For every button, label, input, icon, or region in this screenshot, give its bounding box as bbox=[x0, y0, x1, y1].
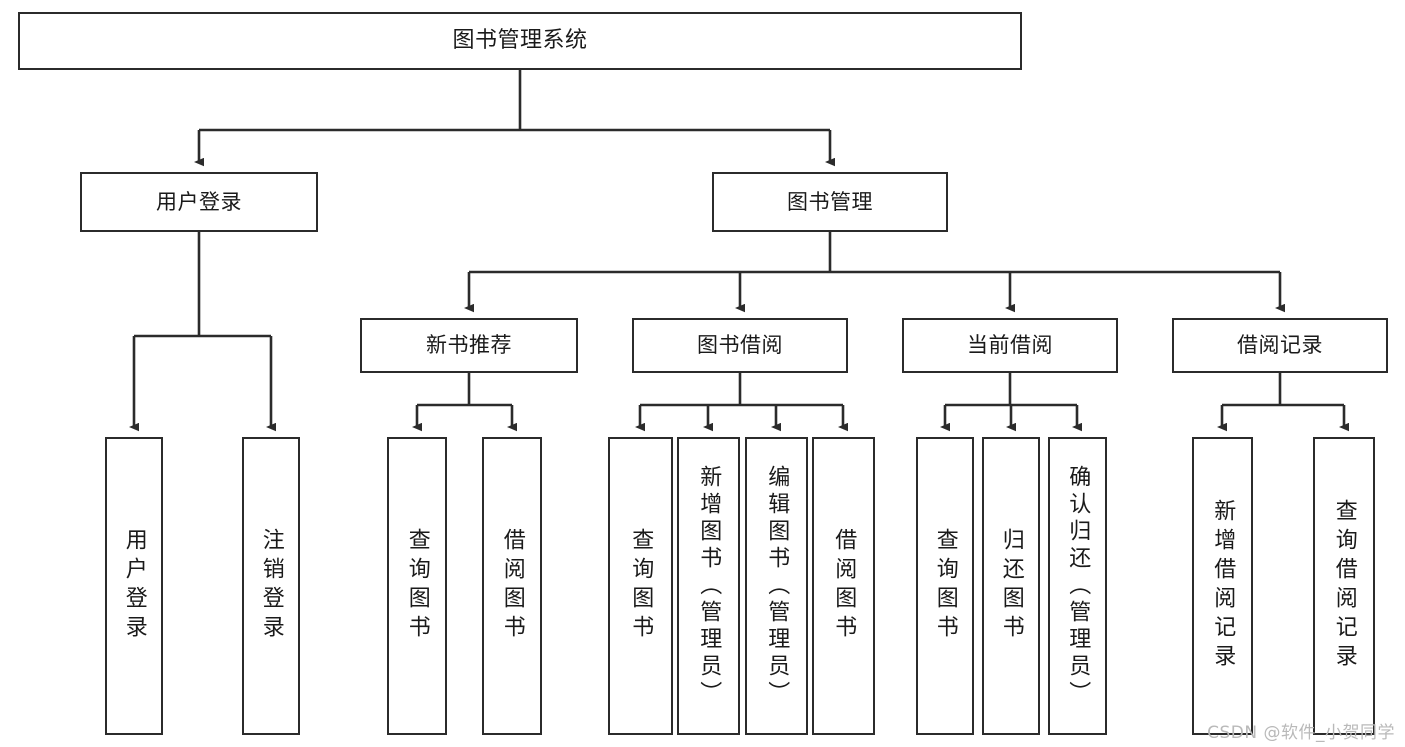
leaf-query-book-1[interactable]: 查询图书 bbox=[387, 437, 447, 735]
leaf-add-book[interactable]: 新增图书（管理员） bbox=[677, 437, 740, 735]
leaf-query-book-3[interactable]: 查询图书 bbox=[916, 437, 974, 735]
leaf-confirm-return[interactable]: 确认归还（管理员） bbox=[1048, 437, 1107, 735]
watermark-text: CSDN @软件_小贺同学 bbox=[1207, 723, 1395, 743]
node-label: 图书管理系统 bbox=[452, 28, 588, 54]
node-label: 新书推荐 bbox=[426, 333, 512, 358]
leaf-add-record[interactable]: 新增借阅记录 bbox=[1192, 437, 1253, 735]
node-label: 新增图书（管理员） bbox=[696, 464, 722, 708]
node-label: 查询图书 bbox=[404, 528, 430, 644]
leaf-edit-book[interactable]: 编辑图书（管理员） bbox=[745, 437, 808, 735]
node-label: 用户登录 bbox=[121, 528, 147, 644]
node-book-manage[interactable]: 图书管理 bbox=[712, 172, 948, 232]
node-label: 借阅记录 bbox=[1237, 333, 1323, 358]
node-label: 新增借阅记录 bbox=[1210, 499, 1236, 673]
node-current-borrow[interactable]: 当前借阅 bbox=[902, 318, 1118, 373]
node-root-system[interactable]: 图书管理系统 bbox=[18, 12, 1022, 70]
node-label: 注销登录 bbox=[258, 528, 284, 644]
leaf-query-record[interactable]: 查询借阅记录 bbox=[1313, 437, 1375, 735]
node-label: 查询图书 bbox=[628, 528, 654, 644]
leaf-query-book-2[interactable]: 查询图书 bbox=[608, 437, 673, 735]
node-book-borrow[interactable]: 图书借阅 bbox=[632, 318, 848, 373]
node-user-login[interactable]: 用户登录 bbox=[80, 172, 318, 232]
node-label: 借阅图书 bbox=[499, 528, 525, 644]
leaf-borrow-book-1[interactable]: 借阅图书 bbox=[482, 437, 542, 735]
node-label: 用户登录 bbox=[156, 189, 242, 214]
leaf-return-book[interactable]: 归还图书 bbox=[982, 437, 1040, 735]
node-label: 查询借阅记录 bbox=[1331, 499, 1357, 673]
node-new-book-recommend[interactable]: 新书推荐 bbox=[360, 318, 578, 373]
leaf-borrow-book-2[interactable]: 借阅图书 bbox=[812, 437, 875, 735]
node-label: 图书借阅 bbox=[697, 333, 783, 358]
leaf-user-login[interactable]: 用户登录 bbox=[105, 437, 163, 735]
node-label: 当前借阅 bbox=[967, 333, 1053, 358]
leaf-logout-login[interactable]: 注销登录 bbox=[242, 437, 300, 735]
node-label: 借阅图书 bbox=[831, 528, 857, 644]
node-label: 归还图书 bbox=[998, 528, 1024, 644]
node-label: 确认归还（管理员） bbox=[1065, 464, 1091, 708]
node-label: 查询图书 bbox=[932, 528, 958, 644]
node-label: 图书管理 bbox=[787, 189, 873, 214]
node-borrow-record[interactable]: 借阅记录 bbox=[1172, 318, 1388, 373]
node-label: 编辑图书（管理员） bbox=[764, 464, 790, 708]
